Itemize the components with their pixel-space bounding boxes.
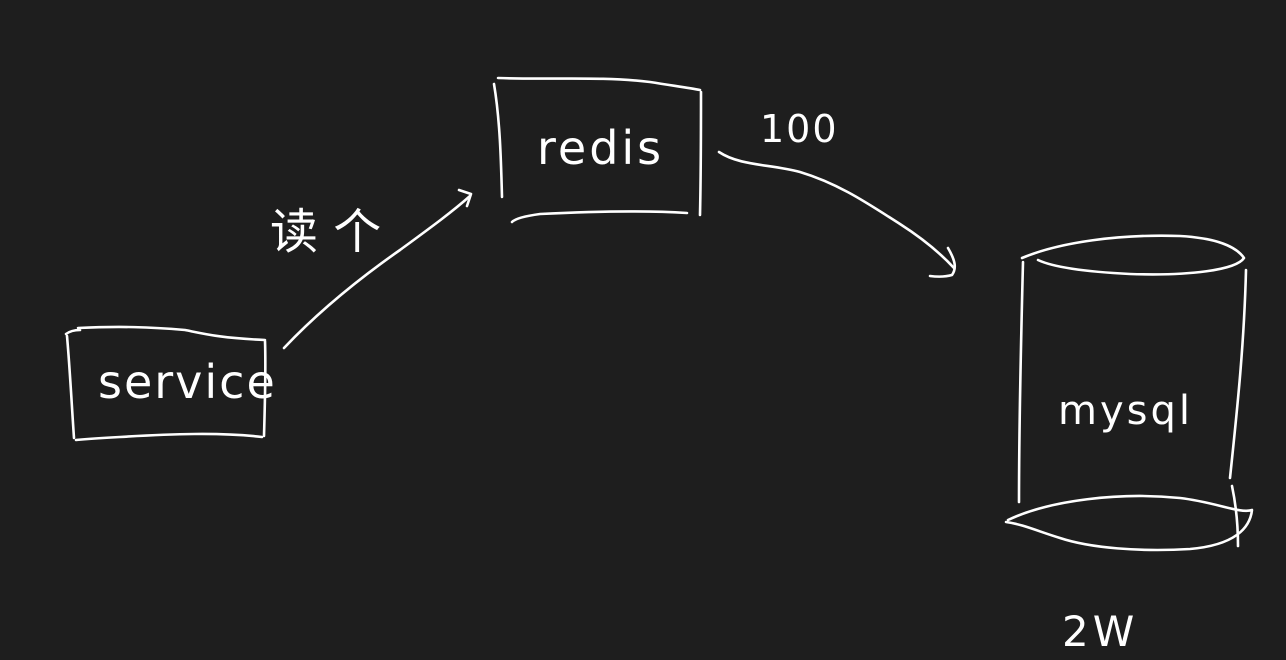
arrow-head-service-redis bbox=[457, 188, 473, 208]
mysql-node: mysql 2W bbox=[1004, 234, 1254, 656]
mysql-cylinder-top bbox=[1020, 234, 1246, 276]
edge-label-read: 读 个 bbox=[270, 204, 381, 260]
edge-redis-mysql: 100 bbox=[717, 107, 957, 278]
redis-node: redis bbox=[492, 76, 703, 224]
mysql-caption: 2W bbox=[1062, 607, 1138, 656]
mysql-cylinder-right-lower bbox=[1230, 484, 1240, 548]
mysql-cylinder-left bbox=[1017, 260, 1025, 504]
arrow-line-service-redis bbox=[282, 194, 472, 350]
service-box bbox=[64, 325, 267, 442]
arrow-line-redis-mysql bbox=[717, 150, 956, 270]
mysql-cylinder-right bbox=[1228, 268, 1248, 480]
redis-box bbox=[492, 76, 703, 224]
mysql-label: mysql bbox=[1058, 388, 1193, 434]
mysql-cylinder-bottom bbox=[1004, 494, 1254, 552]
edge-service-redis: 读 个 bbox=[270, 188, 473, 350]
arrow-head-redis-mysql bbox=[928, 246, 957, 278]
edge-label-100: 100 bbox=[760, 107, 839, 151]
service-label: service bbox=[98, 355, 277, 409]
redis-label: redis bbox=[537, 121, 664, 175]
service-node: service bbox=[64, 325, 277, 442]
